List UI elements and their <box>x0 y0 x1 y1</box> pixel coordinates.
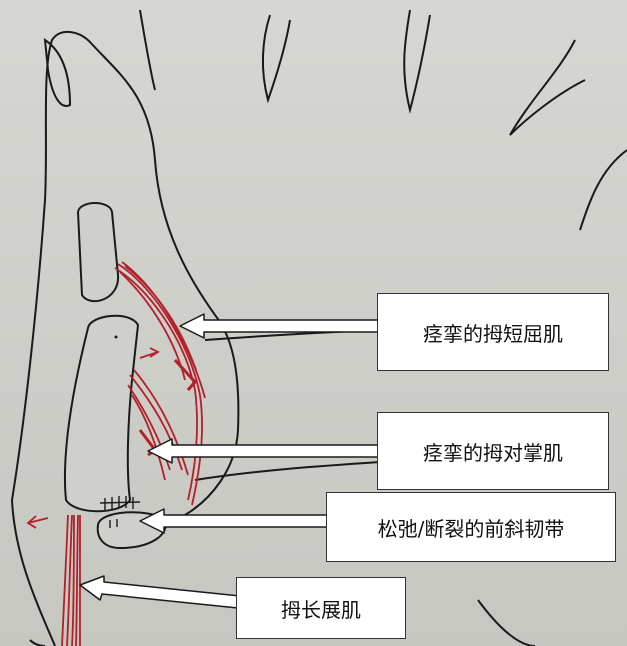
label-text: 松弛/断裂的前斜韧带 <box>378 513 565 542</box>
label-spastic-opponens-pollicis: 痉挛的拇对掌肌 <box>377 412 609 490</box>
label-abductor-pollicis-longus: 拇长展肌 <box>236 577 406 639</box>
label-spastic-flexor-pollicis-brevis: 痉挛的拇短屈肌 <box>377 293 609 371</box>
label-text: 痉挛的拇短屈肌 <box>423 318 563 347</box>
label-loose-ruptured-anterior-oblique-ligament: 松弛/断裂的前斜韧带 <box>326 492 616 562</box>
label-text: 痉挛的拇对掌肌 <box>423 437 563 466</box>
proximal-phalanx <box>78 203 118 301</box>
label-text: 拇长展肌 <box>281 594 361 623</box>
